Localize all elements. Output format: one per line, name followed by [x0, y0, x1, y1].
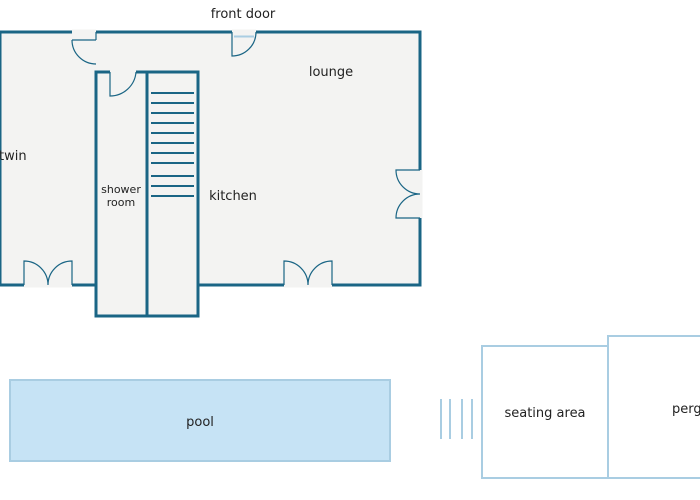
shower-room-door: [109, 69, 137, 97]
pergola: [607, 335, 700, 479]
label-kitchen: kitchen: [209, 189, 257, 204]
pool-steps: [440, 399, 473, 439]
label-front-door: front door: [211, 7, 276, 22]
label-shower-room-line1: shower: [101, 183, 141, 196]
front-door: [231, 29, 257, 57]
twin-patio-door: [23, 260, 73, 288]
label-pergola: perg: [672, 402, 700, 417]
lounge-side-door: [395, 169, 423, 219]
twin-upper-door: [71, 29, 97, 65]
house: front door lounge twin shower room kitch…: [0, 7, 423, 318]
doors: [23, 29, 423, 288]
label-pool: pool: [186, 415, 214, 430]
seating-area: [481, 345, 609, 479]
pool: [9, 379, 391, 462]
label-shower-room-line2: room: [107, 196, 135, 209]
staircase-steps: [151, 92, 194, 197]
shower-room-wall: [94, 70, 149, 318]
outdoor: pool seating area perg: [9, 335, 700, 479]
label-lounge: lounge: [309, 65, 353, 80]
staircase-wall: [145, 70, 200, 318]
label-twin: twin: [0, 149, 27, 164]
label-seating-area: seating area: [504, 406, 585, 421]
house-floor: [0, 30, 422, 318]
kitchen-patio-door: [283, 260, 333, 288]
